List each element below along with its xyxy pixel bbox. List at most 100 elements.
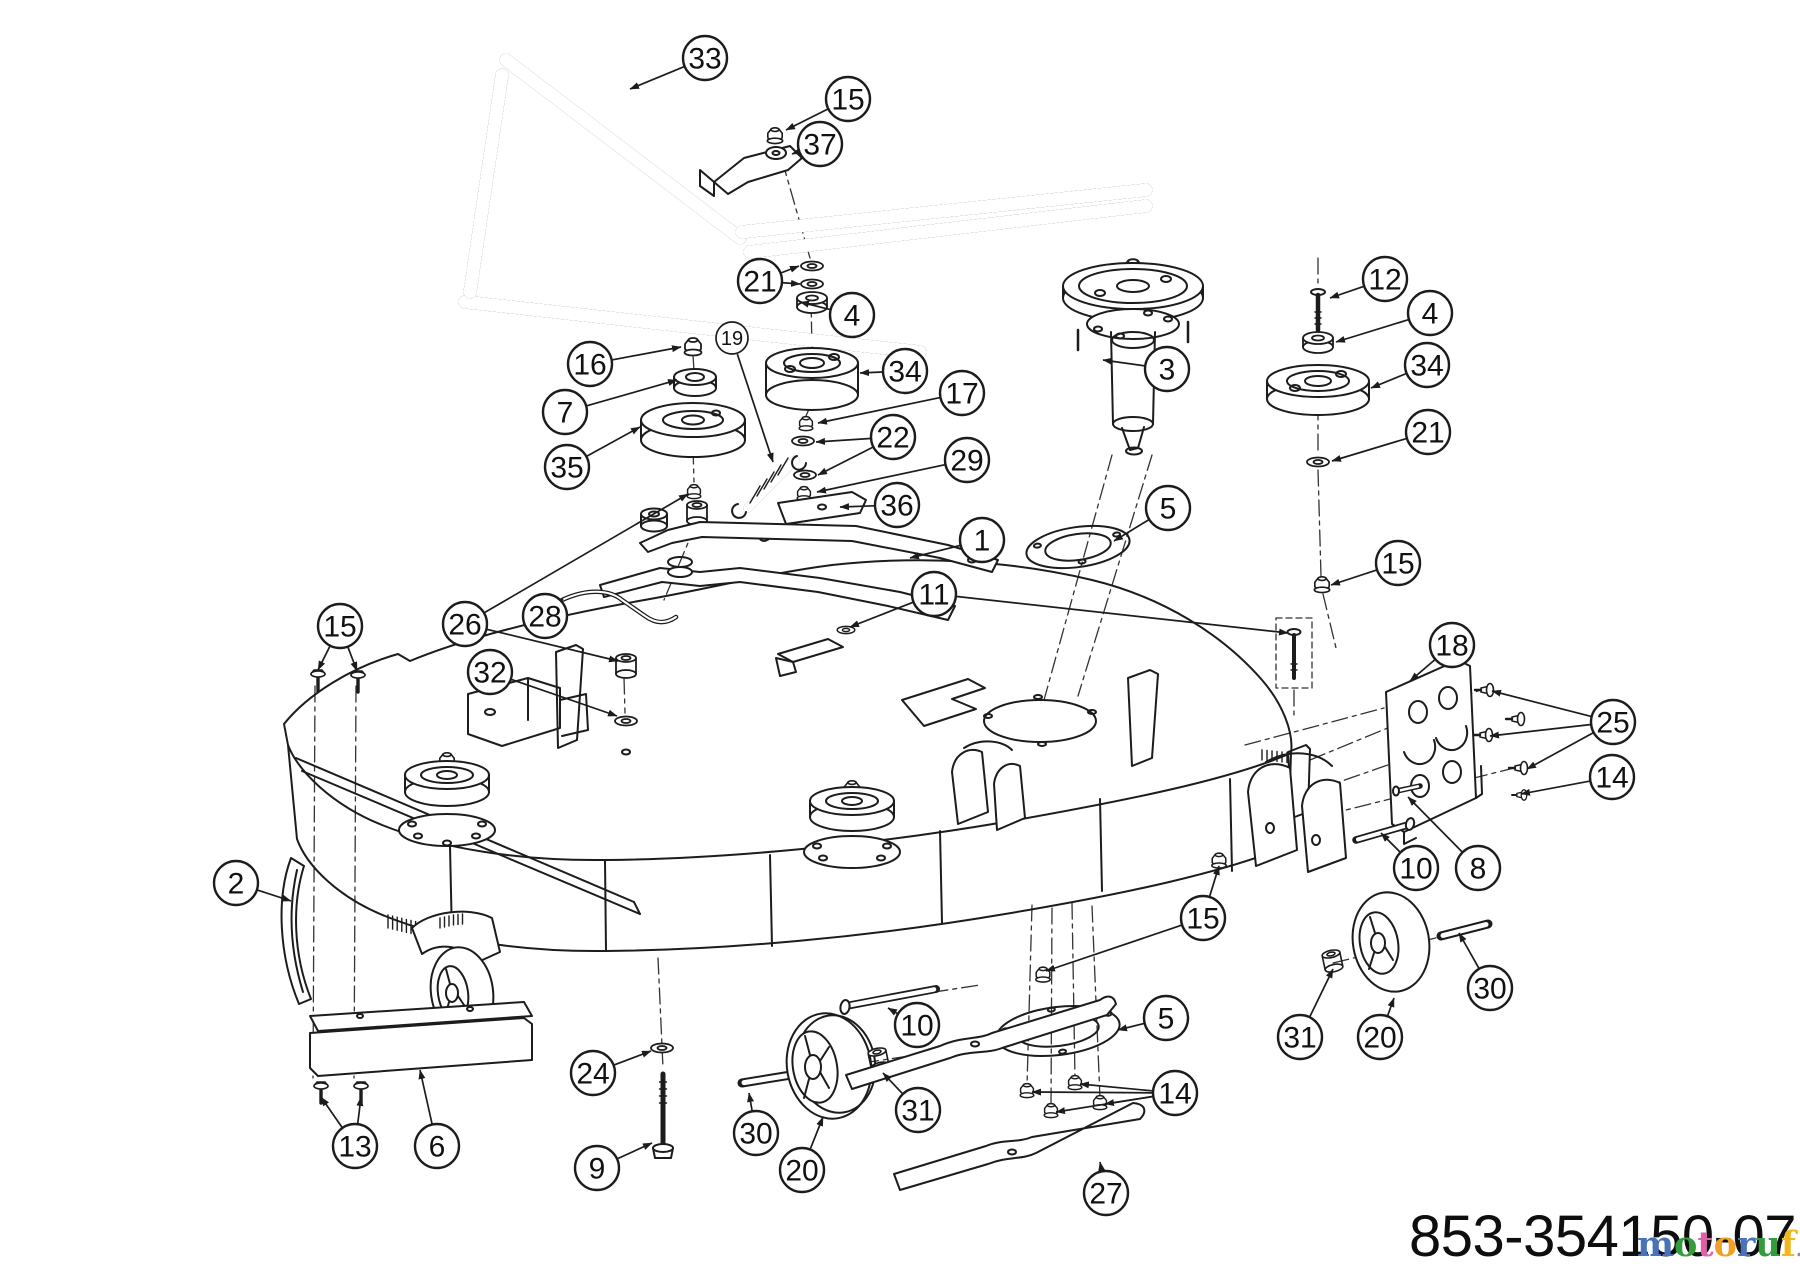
- callout-15: 15: [1330, 539, 1422, 587]
- leader-line: [859, 369, 883, 377]
- leader-line: [586, 379, 678, 407]
- callout-circle: [1374, 539, 1422, 587]
- callout-circle: [573, 1144, 621, 1192]
- callout-21: 21: [736, 257, 801, 305]
- leader-line: [1309, 968, 1334, 1017]
- callout-circle: [1403, 341, 1451, 389]
- callout-circle: [1392, 844, 1440, 892]
- callout-33: 33: [629, 34, 729, 90]
- callout-14: 14: [1031, 1069, 1199, 1117]
- callout-number: 21: [743, 266, 776, 299]
- callout-circle: [316, 602, 364, 650]
- callout-8: 8: [1407, 796, 1502, 892]
- leader-line: [1208, 865, 1220, 897]
- callout-5: 5: [1113, 484, 1192, 542]
- callout-circle: [1361, 255, 1409, 303]
- callout-circle: [1406, 289, 1454, 337]
- callout-circle: [681, 34, 729, 82]
- leader-line: [1526, 732, 1594, 770]
- callout-number: 37: [803, 129, 836, 162]
- callout-14: 14: [1520, 753, 1636, 801]
- callout-number: 11: [918, 579, 949, 612]
- callout-25: 25: [1489, 689, 1637, 770]
- callout-number: 28: [528, 601, 561, 634]
- callout-number: 4: [1422, 298, 1439, 331]
- callout-11: 11: [849, 570, 1289, 636]
- callout-circle: [873, 481, 921, 529]
- callout-31: 31: [1276, 968, 1334, 1061]
- callout-circle: [1356, 1013, 1404, 1061]
- callout-17: 17: [817, 369, 986, 425]
- leader-line: [791, 147, 802, 155]
- leader-line: [956, 595, 1289, 636]
- callout-15: 15: [1045, 865, 1227, 972]
- callout-circle: [958, 516, 1006, 564]
- callout-number: 36: [880, 490, 913, 523]
- callout-number: 30: [1473, 973, 1506, 1006]
- leader-line: [1045, 924, 1182, 972]
- callout-circle: [894, 1086, 942, 1134]
- callout-number: 15: [323, 611, 356, 644]
- callout-10: 10: [887, 1001, 941, 1049]
- callout-36: 36: [839, 481, 921, 529]
- leader-line: [785, 108, 828, 131]
- callout-circle: [828, 291, 876, 339]
- leader-line: [1386, 997, 1395, 1016]
- leader-line: [1329, 285, 1364, 299]
- callout-circle: [541, 388, 589, 436]
- callout-29: 29: [816, 436, 991, 494]
- callout-number: 5: [1158, 1003, 1175, 1036]
- callout-3: 3: [1102, 345, 1191, 393]
- callout-number: 15: [831, 84, 864, 117]
- callout-number: 4: [844, 300, 861, 333]
- callout-number: 32: [473, 657, 506, 690]
- blade-mount-parts: [845, 852, 1228, 1191]
- callout-number: 31: [901, 1095, 934, 1128]
- callout-circle: [1179, 894, 1227, 942]
- callout-circle: [1588, 753, 1636, 801]
- leader-line: [839, 503, 875, 511]
- leader-line: [1489, 723, 1591, 739]
- callout-circle: [1404, 408, 1452, 456]
- leader-line: [1335, 318, 1409, 343]
- leader-line: [612, 345, 682, 361]
- leader-line: [781, 265, 800, 274]
- right-hanger-parts: [1320, 659, 1529, 993]
- callout-number: 26: [448, 609, 481, 642]
- callout-number: 33: [688, 43, 721, 76]
- callout-15: 15: [316, 602, 364, 672]
- leader-line: [1520, 780, 1590, 796]
- callout-number: 19: [721, 328, 743, 350]
- leader-line: [1458, 932, 1480, 969]
- callout-number: 16: [573, 349, 606, 382]
- leader-line: [586, 426, 641, 457]
- leader-line: [736, 353, 774, 463]
- leader-line: [257, 889, 292, 902]
- callout-34: 34: [1370, 341, 1451, 389]
- callout-circle: [466, 648, 514, 696]
- leader-line: [418, 1069, 433, 1124]
- callout-35: 35: [543, 426, 641, 491]
- callout-7: 7: [541, 379, 678, 436]
- callout-6: 6: [413, 1069, 461, 1170]
- callout-10: 10: [1380, 832, 1440, 892]
- leader-line: [487, 628, 619, 663]
- callout-circle: [331, 1122, 379, 1170]
- callout-circle: [938, 369, 986, 417]
- leader-line: [782, 279, 801, 287]
- leader-line: [554, 598, 564, 608]
- leader-line: [1380, 832, 1401, 853]
- leader-line: [1407, 796, 1463, 853]
- callout-12: 12: [1329, 255, 1409, 303]
- leader-line: [817, 446, 873, 476]
- callout-circle: [715, 321, 749, 355]
- bottom-center-parts: [650, 985, 940, 1159]
- leader-line: [614, 1050, 652, 1066]
- callout-circle: [212, 859, 260, 907]
- callout-16: 16: [566, 340, 682, 388]
- right-idler-column: [1266, 288, 1370, 594]
- callout-circle: [441, 600, 489, 648]
- leader-line: [484, 493, 689, 614]
